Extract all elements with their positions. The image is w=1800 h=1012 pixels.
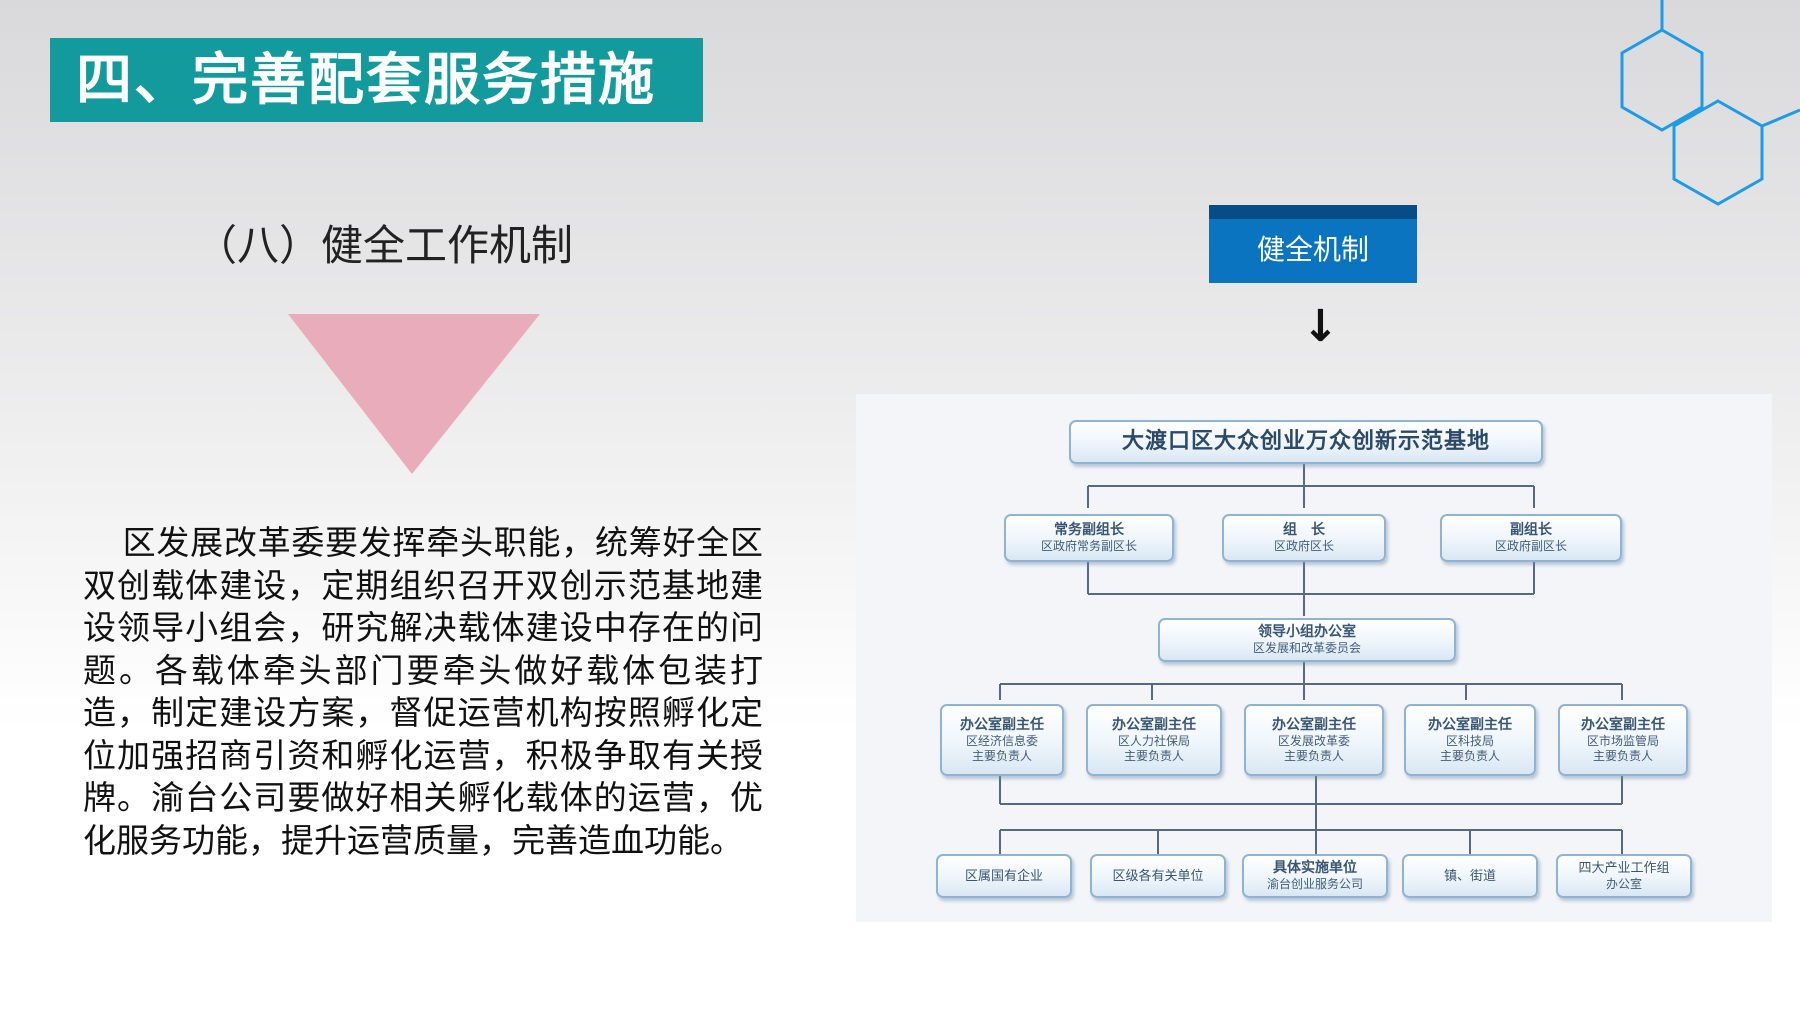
org-node-title: 具体实施单位: [1273, 860, 1357, 876]
hexagon-decoration-icon: [1620, 0, 1800, 206]
section-title-banner: 四、完善配套服务措施: [50, 38, 703, 122]
org-node-office: 领导小组办公室 区发展和改革委员会: [1158, 618, 1456, 662]
org-node-title: 镇、街道: [1443, 868, 1496, 884]
org-node-title: 办公室副主任: [960, 716, 1044, 733]
down-triangle-icon: [288, 314, 540, 474]
org-node-subtitle: 区人力社保局: [1117, 733, 1190, 748]
org-node-title: 办公室副主任: [1581, 716, 1665, 733]
org-chart: 大渡口区大众创业万众创新示范基地 常务副组长 区政府常务副区长 组 长 区政府区…: [856, 394, 1772, 922]
org-node-subtitle: 主要负责人: [1592, 748, 1653, 763]
body-paragraph: 区发展改革委要发挥牵头职能，统筹好全区双创载体建设，定期组织召开双创示范基地建设…: [83, 523, 763, 860]
down-arrow-icon: ↓: [1302, 301, 1339, 352]
org-node-subtitle: 主要负责人: [1439, 748, 1500, 763]
org-node-title: 常务副组长: [1054, 522, 1124, 538]
org-node-subtitle: 主要负责人: [1283, 748, 1344, 763]
org-node-subtitle: 区政府区长: [1273, 539, 1334, 553]
org-node-subtitle: 区发展和改革委员会: [1252, 641, 1361, 655]
org-node-unit: 区级各有关单位: [1090, 854, 1226, 898]
org-node-unit: 区属国有企业: [936, 854, 1072, 898]
org-node-subtitle: 主要负责人: [971, 748, 1032, 763]
org-node-deputy: 办公室副主任 区发展改革委 主要负责人: [1244, 704, 1384, 776]
org-node-subtitle: 区发展改革委: [1277, 733, 1350, 748]
org-node-unit: 四大产业工作组 办公室: [1556, 854, 1692, 898]
org-node-subtitle: 主要负责人: [1123, 748, 1184, 763]
org-node-title: 副组长: [1510, 522, 1552, 538]
subsection-title: （八）健全工作机制: [195, 221, 574, 270]
org-node-deputy: 办公室副主任 区市场监管局 主要负责人: [1558, 704, 1688, 776]
org-node-top: 大渡口区大众创业万众创新示范基地: [1069, 420, 1543, 464]
org-node-title: 组 长: [1283, 522, 1325, 538]
org-node-subtitle: 区政府常务副区长: [1040, 539, 1137, 553]
org-node-title: 区属国有企业: [964, 868, 1043, 884]
org-node-title: 领导小组办公室: [1258, 624, 1356, 640]
org-node-deputy: 办公室副主任 区科技局 主要负责人: [1404, 704, 1536, 776]
org-node-leader: 组 长 区政府区长: [1222, 514, 1386, 562]
org-node-title: 区级各有关单位: [1112, 868, 1204, 884]
org-node-subtitle: 办公室: [1605, 877, 1642, 891]
org-chart-connectors: [999, 462, 1623, 856]
org-node-title: 办公室副主任: [1112, 716, 1196, 733]
org-node-unit: 镇、街道: [1402, 854, 1538, 898]
org-node-subtitle: 区市场监管局: [1586, 733, 1659, 748]
org-node-title: 办公室副主任: [1272, 716, 1356, 733]
org-node-leader: 常务副组长 区政府常务副区长: [1004, 514, 1174, 562]
org-node-title: 办公室副主任: [1428, 716, 1512, 733]
org-node-subtitle: 区经济信息委: [965, 733, 1038, 748]
org-node-title: 大渡口区大众创业万众创新示范基地: [1121, 429, 1490, 454]
org-node-subtitle: 区科技局: [1445, 733, 1494, 748]
org-node-unit: 具体实施单位 渝台创业服务公司: [1242, 854, 1388, 898]
org-node-leader: 副组长 区政府副区长: [1440, 514, 1622, 562]
org-node-subtitle: 区政府副区长: [1494, 539, 1567, 553]
org-node-title: 四大产业工作组: [1578, 861, 1670, 876]
org-node-deputy: 办公室副主任 区人力社保局 主要负责人: [1086, 704, 1222, 776]
mechanism-button[interactable]: 健全机制: [1209, 205, 1417, 283]
org-node-deputy: 办公室副主任 区经济信息委 主要负责人: [940, 704, 1064, 776]
org-node-subtitle: 渝台创业服务公司: [1266, 877, 1363, 891]
